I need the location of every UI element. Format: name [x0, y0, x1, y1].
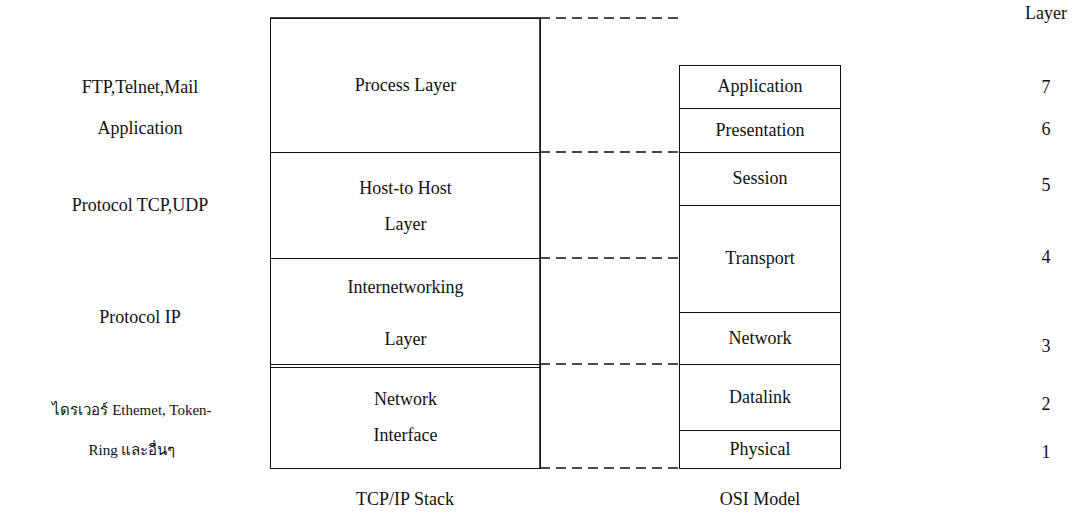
- model-caption: OSI Model: [720, 489, 801, 511]
- layer-number: 6: [1042, 119, 1051, 141]
- tcpip-layer-box: Network Interface: [270, 364, 541, 469]
- layer-number: 2: [1042, 394, 1051, 416]
- layer-name: Internetworking Layer: [331, 261, 481, 365]
- dashed-divider: [540, 363, 680, 365]
- annotation-label: Protocol IP: [99, 307, 181, 329]
- layer-name: Network: [729, 328, 792, 350]
- dashed-divider: [540, 151, 680, 153]
- tcpip-layer-box: Host-to Host Layer: [270, 152, 541, 259]
- osi-layer-box: Presentation: [679, 108, 841, 153]
- annotation-label: ไดรเวอร์ Ethemet, Token- Ring และอื่นๆ: [45, 390, 220, 471]
- osi-layer-box: Datalink: [679, 364, 841, 431]
- layer-name: Session: [732, 168, 787, 190]
- layer-name: Host-to Host Layer: [346, 170, 466, 242]
- layer-number: 7: [1042, 77, 1051, 99]
- layer-name: Datalink: [729, 387, 791, 409]
- tcpip-layer-box: Process Layer: [270, 18, 541, 153]
- layer-name: Process Layer: [355, 74, 456, 97]
- osi-layer-box: Network: [679, 312, 841, 365]
- osi-layer-box: Session: [679, 152, 841, 206]
- layer-number: 5: [1042, 175, 1051, 197]
- layer-number: 4: [1042, 247, 1051, 269]
- dashed-divider: [540, 17, 680, 19]
- column-heading: Layer: [1025, 3, 1067, 25]
- layer-number: 1: [1042, 442, 1051, 464]
- layer-name: Presentation: [716, 120, 805, 142]
- layer-name: Physical: [730, 439, 791, 461]
- model-caption: TCP/IP Stack: [356, 489, 454, 511]
- osi-layer-box: Application: [679, 65, 841, 109]
- dashed-divider: [540, 467, 680, 469]
- layer-name: Transport: [725, 248, 794, 270]
- osi-layer-box: Transport: [679, 205, 841, 313]
- tcpip-layer-box: Internetworking Layer: [270, 258, 541, 368]
- dashed-divider: [540, 257, 680, 259]
- annotation-label: Protocol TCP,UDP: [72, 195, 209, 217]
- layer-number: 3: [1042, 336, 1051, 358]
- layer-name: Application: [718, 76, 803, 98]
- annotation-label: FTP,Telnet,Mail Application: [65, 67, 215, 150]
- osi-layer-box: Physical: [679, 430, 841, 469]
- layer-name: Network Interface: [356, 381, 456, 453]
